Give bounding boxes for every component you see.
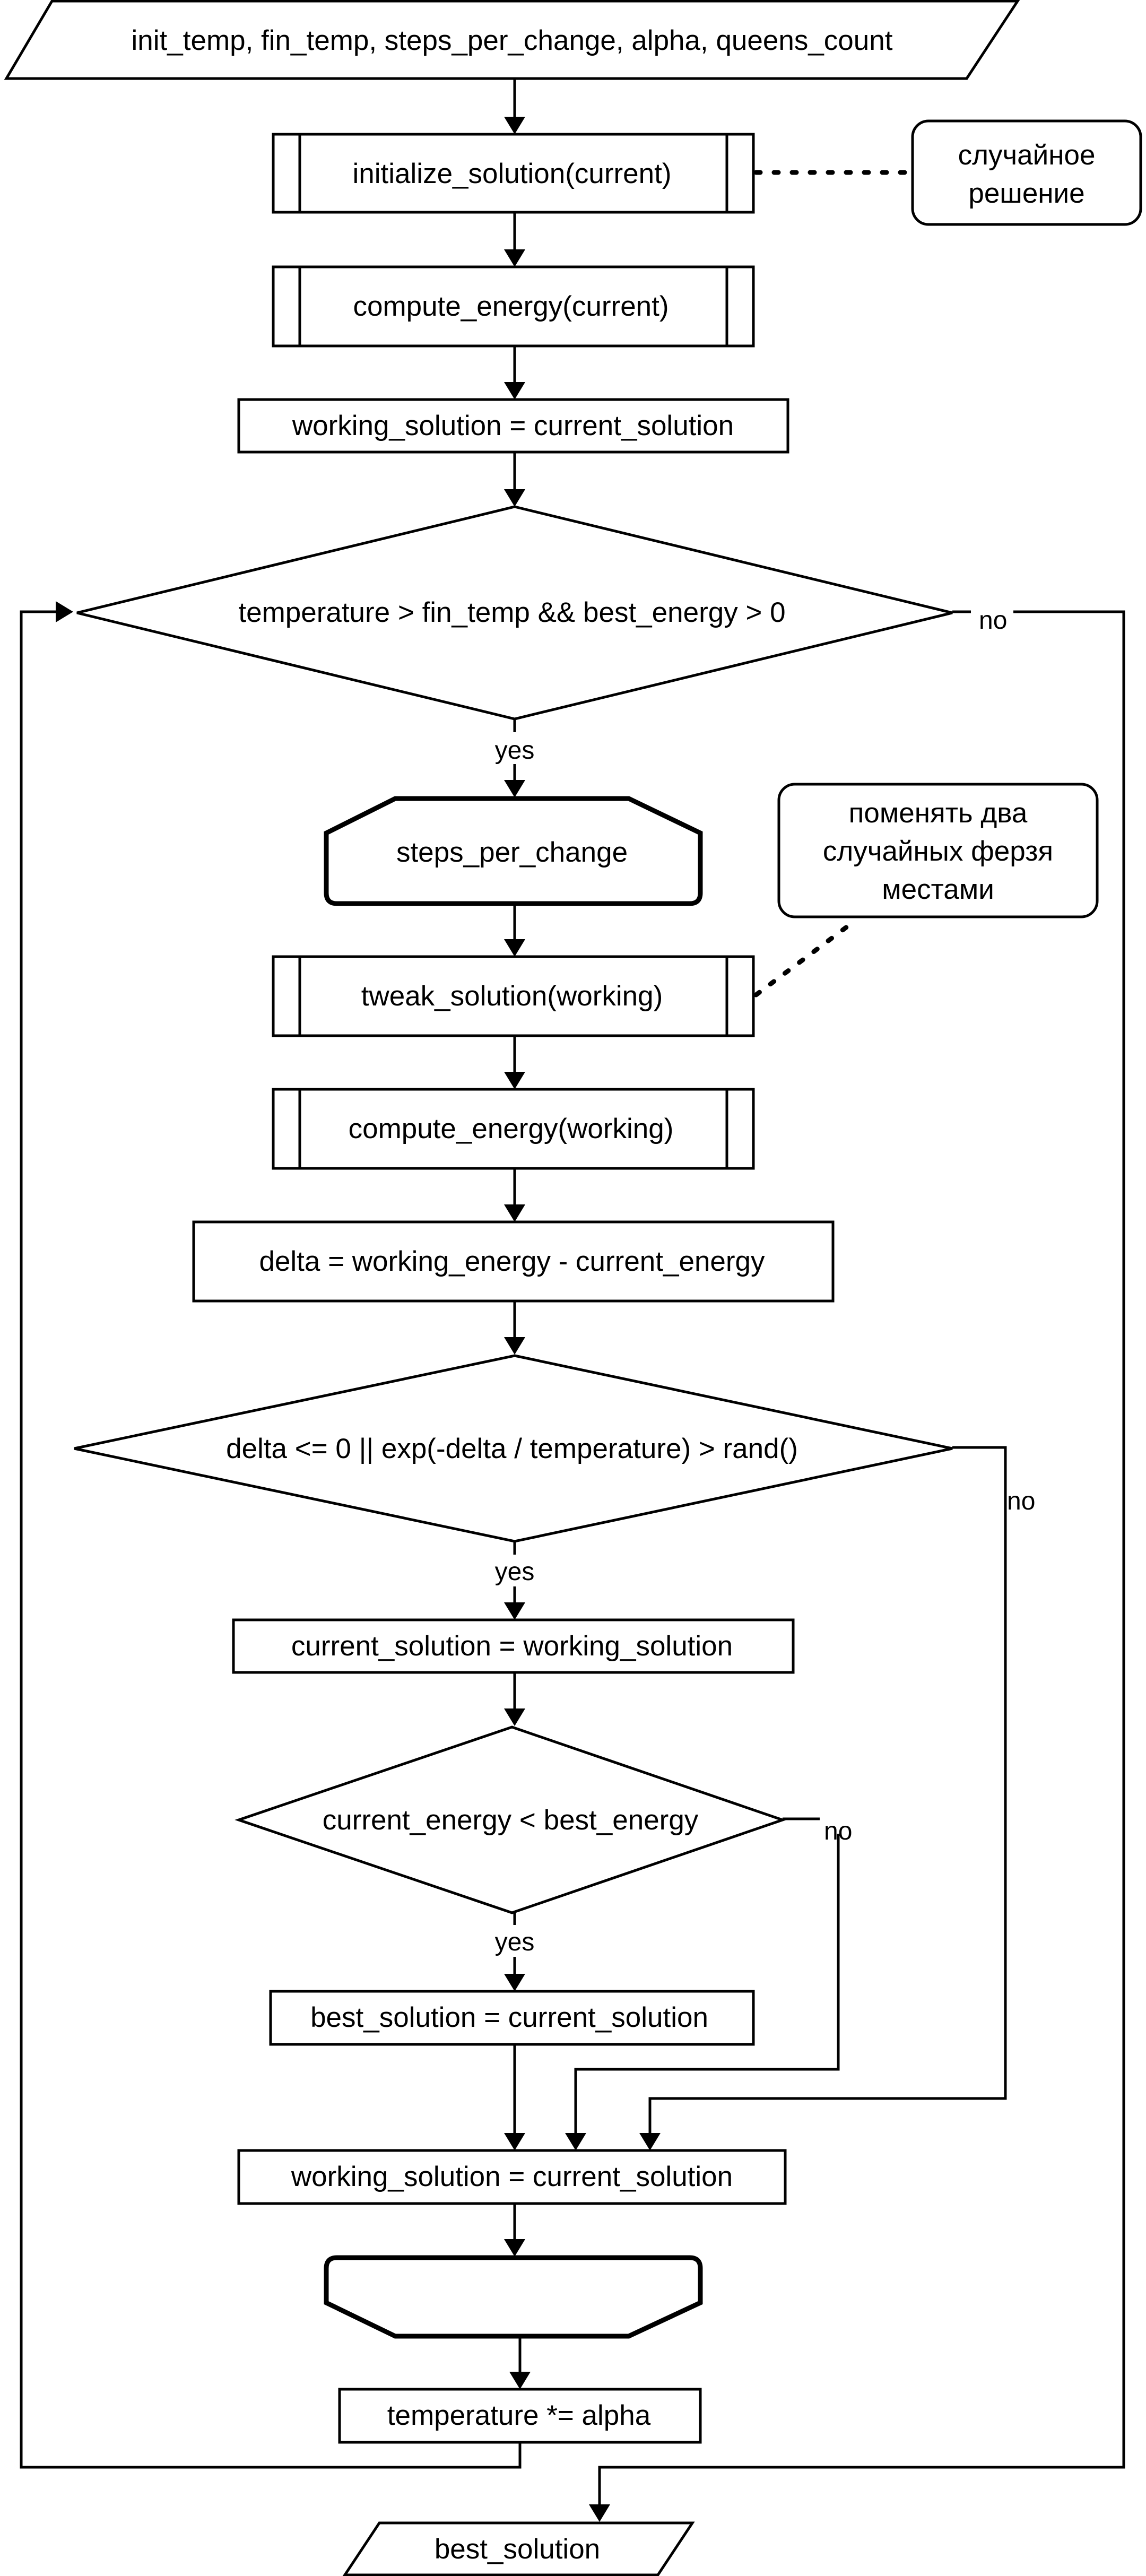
arrow-update-to-reset [504, 2133, 525, 2150]
arrow-init-to-compute [504, 249, 525, 267]
arrow-best-yes [504, 1974, 525, 1991]
edge-condition-no [598, 610, 1125, 2505]
delta-node: delta = working_energy - current_energy [192, 1220, 835, 1303]
arrow-condition-no [589, 2504, 610, 2522]
cool-label: temperature *= alpha [387, 2400, 651, 2431]
accept-node: current_solution = working_solution [232, 1618, 795, 1674]
loop-start-label: steps_per_change [396, 837, 628, 868]
tweak-node: tweak_solution(working) [272, 955, 755, 1037]
output-node: best_solution [342, 2521, 695, 2576]
note-swap-line-2: случайных ферзя [823, 836, 1053, 867]
best-condition-label: current_energy < best_energy [323, 1805, 699, 1836]
arrow-copy-to-condition [504, 489, 525, 507]
cool-node: temperature *= alpha [338, 2388, 702, 2444]
note-swap-connector [753, 918, 858, 998]
edge-cool-back-to-condition [20, 610, 522, 2469]
init-solution-node: initialize_solution(current) [272, 133, 755, 214]
arrow-condition-yes [504, 780, 525, 797]
note-random-line-1: случайное [958, 140, 1096, 171]
compute-current-node: compute_energy(current) [272, 265, 755, 348]
accept-label: current_solution = working_solution [291, 1630, 733, 1662]
tweak-label: tweak_solution(working) [361, 981, 663, 1012]
outer-no-label: no [979, 606, 1007, 635]
accept-yes-label: yes [495, 1558, 535, 1586]
arrow-compute-to-delta [504, 1204, 525, 1222]
compute-current-label: compute_energy(current) [353, 291, 668, 322]
edge-labels: no yes no yes no yes [485, 599, 1035, 1957]
arrow-loopend-to-cool [509, 2372, 531, 2389]
arrow-input-to-init [504, 117, 525, 134]
outer-condition-label: temperature > fin_temp && best_energy > … [238, 597, 785, 628]
note-swap-node: поменять два случайных ферзя местами [777, 783, 1099, 918]
delta-label: delta = working_energy - current_energy [259, 1246, 765, 1277]
update-best-label: best_solution = current_solution [310, 2002, 708, 2033]
update-best-node: best_solution = current_solution [269, 1990, 755, 2046]
compute-working-node: compute_energy(working) [272, 1088, 755, 1170]
outer-condition-node: temperature > fin_temp && best_energy > … [76, 505, 953, 721]
arrow-best-no [565, 2133, 586, 2150]
output-label: best_solution [435, 2534, 600, 2565]
accept-condition-label: delta <= 0 || exp(-delta / temperature) … [226, 1433, 798, 1464]
loop-start-node: steps_per_change [324, 796, 703, 906]
copy-to-working-node: working_solution = current_solution [237, 398, 789, 454]
copy-to-working-label: working_solution = current_solution [292, 410, 734, 441]
note-swap-line-1: поменять два [849, 797, 1028, 829]
best-condition-node: current_energy < best_energy [235, 1725, 787, 1914]
arrow-delta-to-accept-cond [504, 1337, 525, 1355]
arrow-tweak-to-compute [504, 1072, 525, 1089]
best-no-label: no [824, 1817, 852, 1845]
arrow-reset-to-loopend [504, 2239, 525, 2257]
arrow-accept-yes [504, 1602, 525, 1620]
note-random-node: случайное решение [911, 119, 1142, 226]
reset-working-label: working_solution = current_solution [291, 2161, 733, 2192]
arrow-compute-to-copy [504, 382, 525, 400]
loop-end-node [324, 2255, 703, 2339]
accept-condition-node: delta <= 0 || exp(-delta / temperature) … [74, 1354, 953, 1543]
arrow-accept-no [639, 2133, 661, 2150]
edge-accept-no [648, 1446, 1007, 2134]
note-swap-line-3: местами [882, 874, 994, 905]
outer-yes-label: yes [495, 736, 535, 765]
best-yes-label: yes [495, 1928, 535, 1956]
note-random-line-2: решение [968, 178, 1084, 209]
compute-working-label: compute_energy(working) [349, 1113, 674, 1144]
arrow-accept-to-best-cond [504, 1708, 525, 1726]
arrow-loopstart-to-tweak [504, 939, 525, 957]
arrow-back-to-condition [56, 601, 73, 622]
input-node: init_temp, fin_temp, steps_per_change, a… [4, 0, 1020, 80]
accept-no-label: no [1007, 1487, 1035, 1515]
reset-working-node: working_solution = current_solution [237, 2149, 787, 2205]
input-label: init_temp, fin_temp, steps_per_change, a… [132, 25, 893, 56]
init-solution-label: initialize_solution(current) [353, 158, 672, 189]
